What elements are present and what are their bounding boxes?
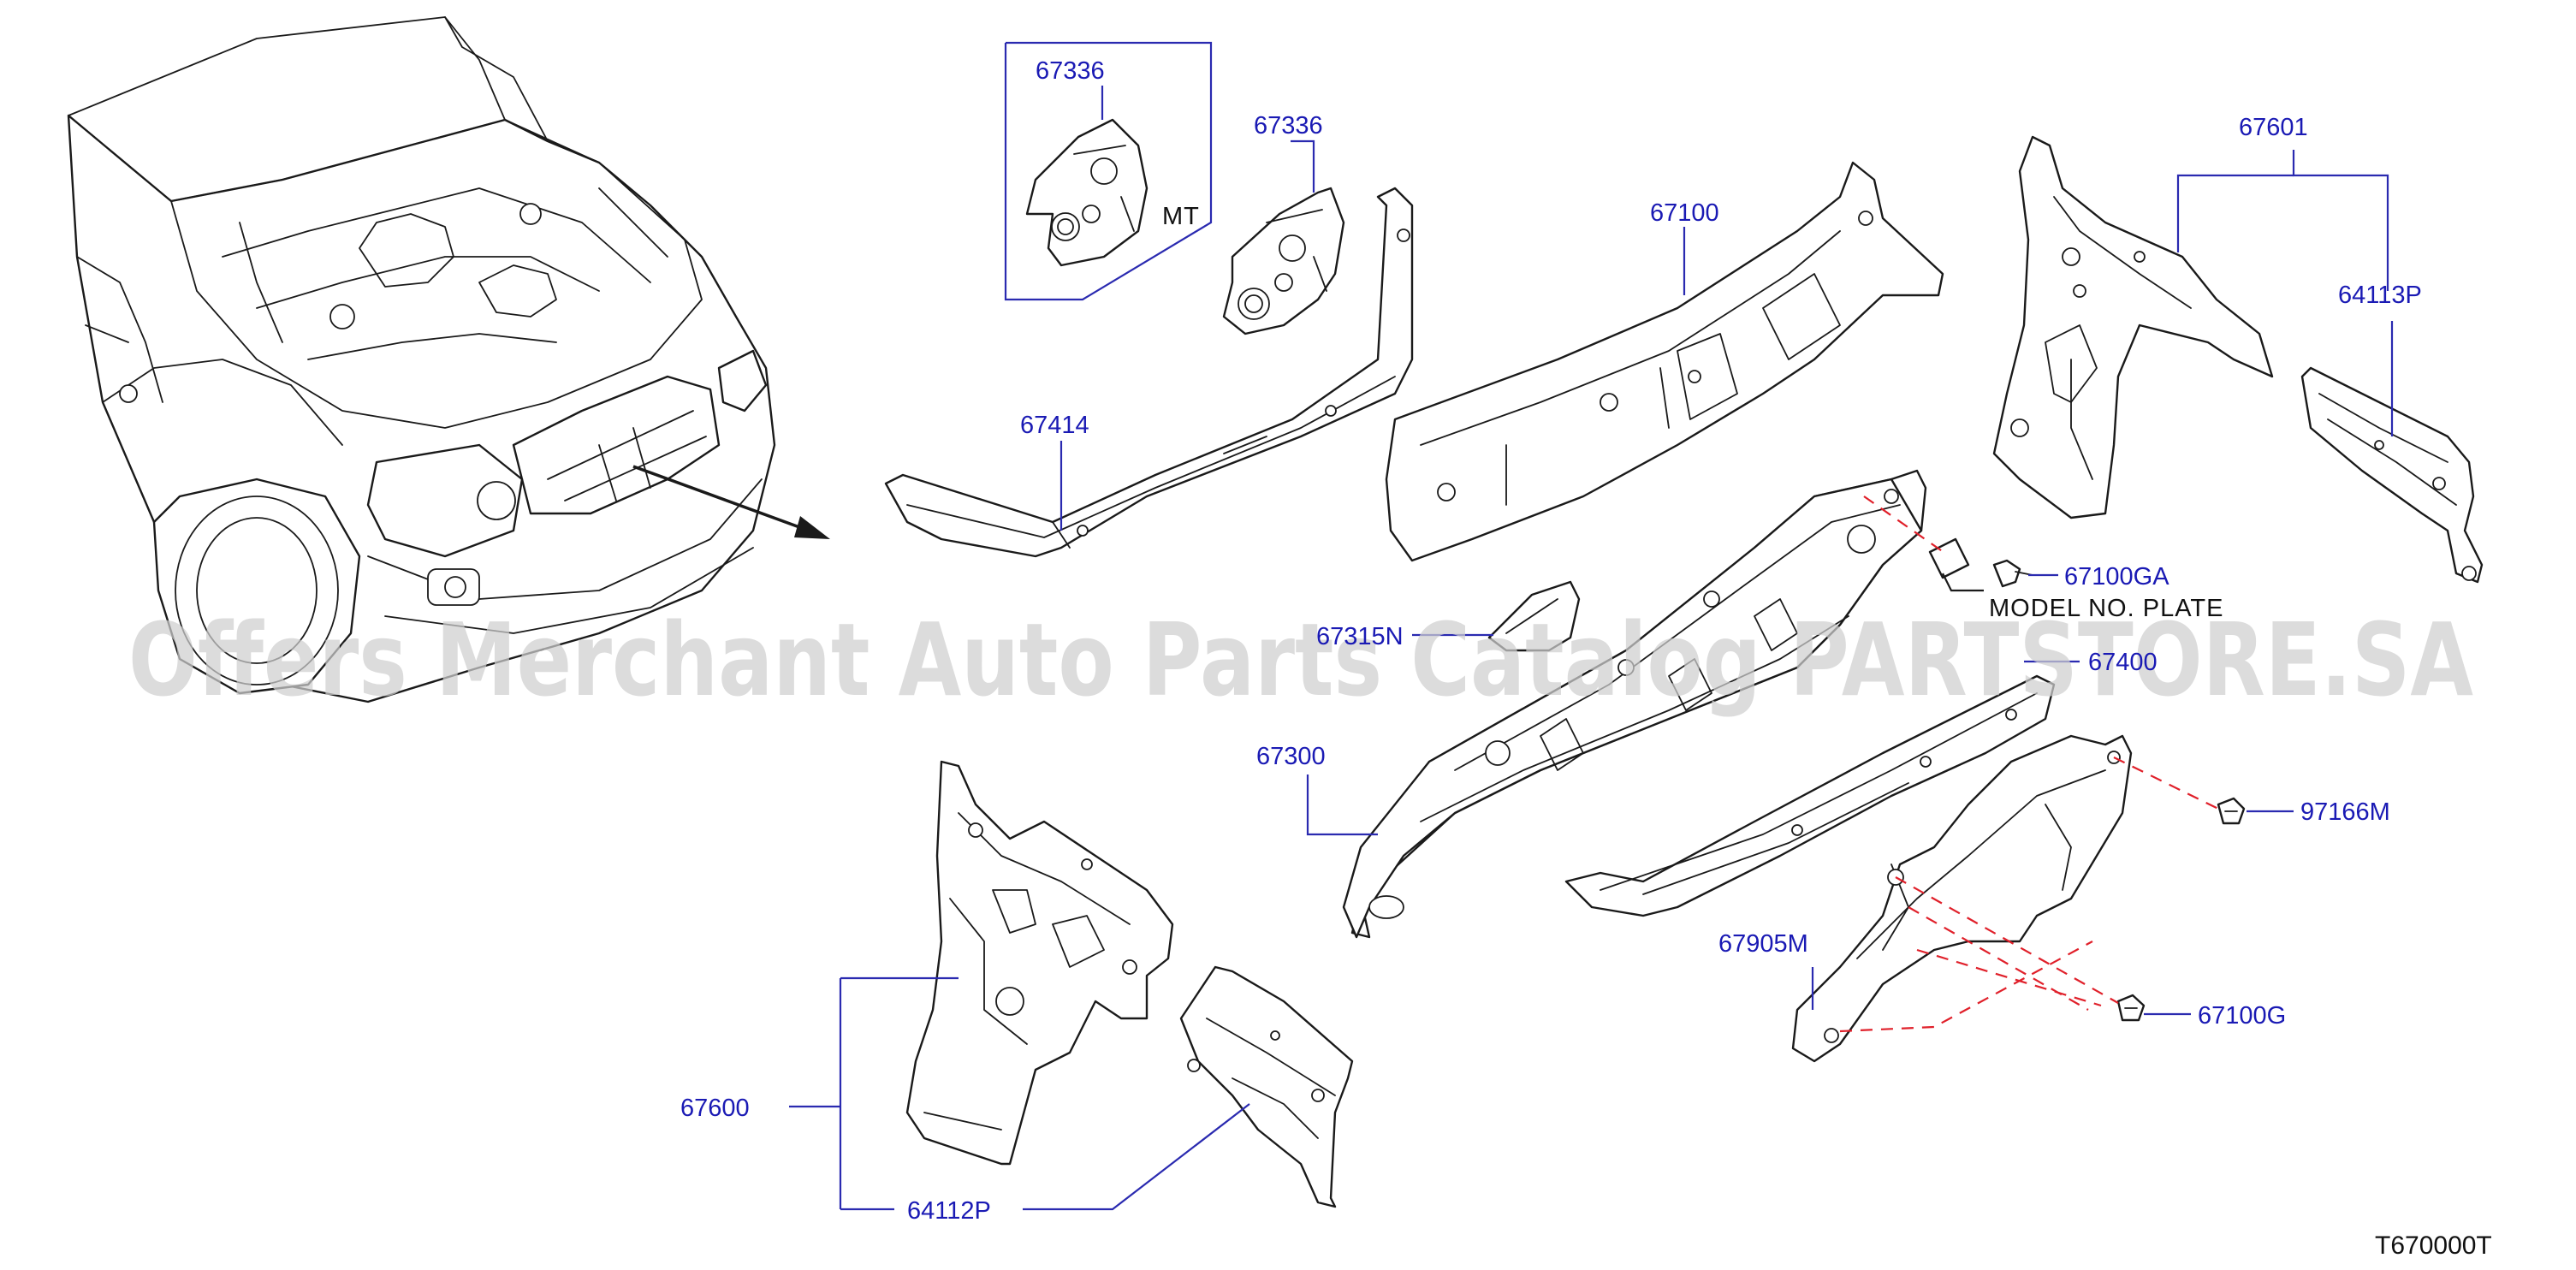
label-97166m[interactable]: 97166M (2300, 798, 2390, 826)
watermark: Offers Merchant Auto Parts Catalog PARTS… (128, 601, 2473, 719)
vehicle-overview (67, 16, 830, 703)
label-64113p[interactable]: 64113P (2338, 282, 2422, 309)
label-67336[interactable]: 67336 (1254, 112, 1323, 139)
part-67400 (1564, 674, 2056, 917)
label-67100g[interactable]: 67100G (2198, 1002, 2286, 1030)
label-67600[interactable]: 67600 (680, 1095, 750, 1122)
label-67100ga[interactable]: 67100GA (2064, 563, 2169, 590)
label-67601[interactable]: 67601 (2239, 114, 2308, 141)
label-64112p[interactable]: 64112P (907, 1197, 991, 1225)
dashed-installation-lines (1839, 496, 2219, 1033)
part-67905m (1791, 734, 2133, 1063)
part-67315n (1487, 580, 1581, 652)
label-67400[interactable]: 67400 (2088, 649, 2158, 676)
part-64112p (1179, 965, 1354, 1208)
part-67300 (1342, 469, 1927, 939)
part-67336 (1222, 187, 1345, 335)
part-67100 (1385, 161, 1944, 562)
part-64113p (2300, 366, 2484, 584)
label-mt: MT (1162, 203, 1200, 230)
part-67414 (884, 187, 1414, 558)
label-67300[interactable]: 67300 (1256, 743, 1326, 770)
part-labels: 67336 MT 67336 67414 67100 67601 64113P … (680, 57, 2422, 1225)
fastener-67100g (2116, 994, 2146, 1022)
part-67601 (1992, 135, 2274, 519)
label-67315n[interactable]: 67315N (1316, 623, 1404, 650)
part-67600 (905, 760, 1174, 1166)
part-67336-mt (1025, 118, 1149, 267)
label-model-no-plate: MODEL NO. PLATE (1989, 595, 2223, 622)
label-67100[interactable]: 67100 (1650, 199, 1719, 227)
fastener-97166m (2217, 797, 2246, 825)
label-67414[interactable]: 67414 (1020, 412, 1089, 439)
label-67336-boxed[interactable]: 67336 (1036, 57, 1105, 85)
diagram-code: T670000T (2375, 1231, 2492, 1260)
label-67905m[interactable]: 67905M (1718, 930, 1808, 958)
leader-lines (789, 41, 2394, 1211)
